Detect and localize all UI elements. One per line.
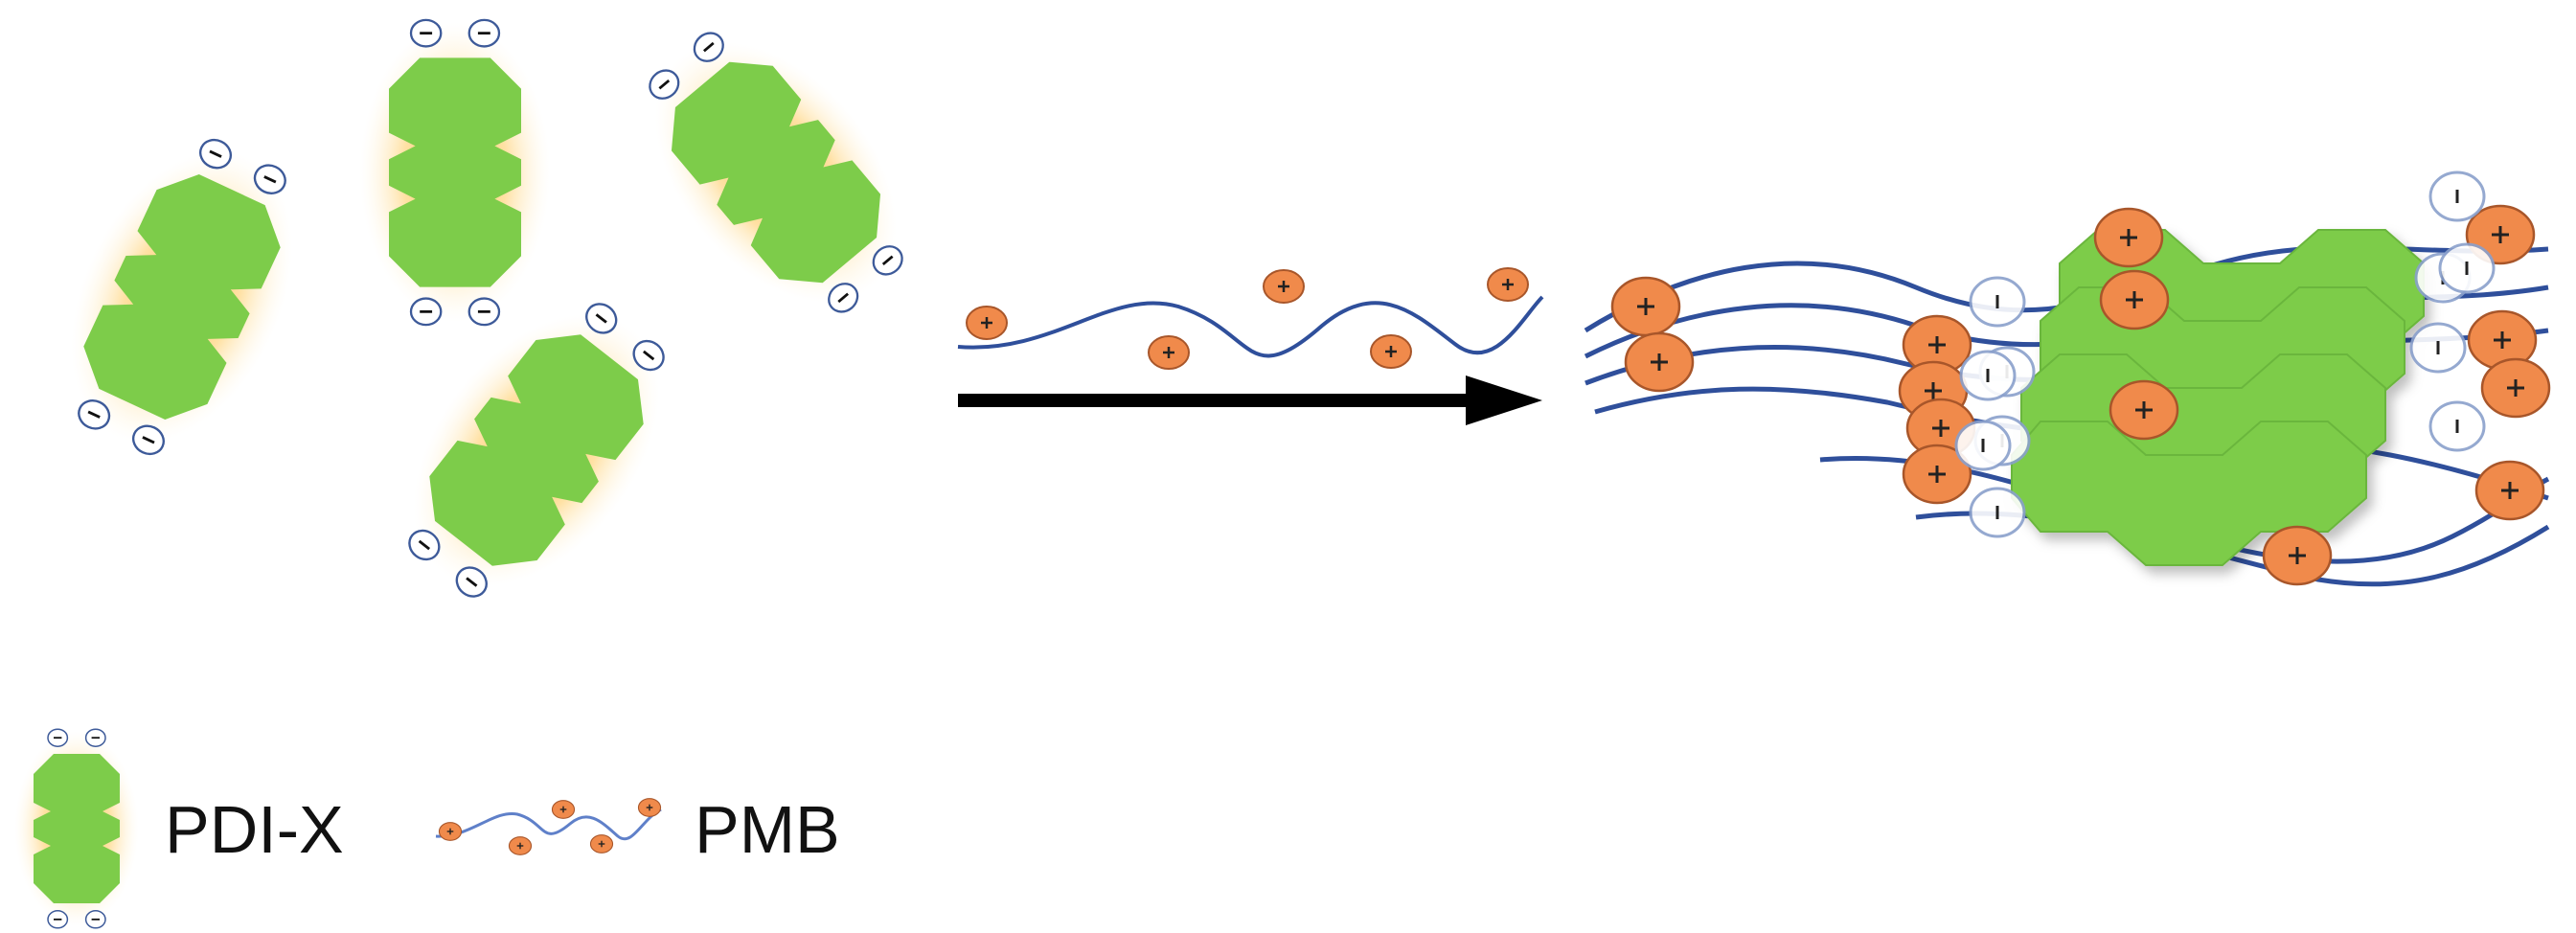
pdi-molecule-2 <box>360 20 551 325</box>
assembled-complex <box>1584 171 2551 587</box>
pmb-polymer-chain <box>957 266 1544 371</box>
legend-pmb-label: PMB <box>695 792 840 867</box>
pdi-molecule-1 <box>27 113 338 482</box>
legend-pdi-molecule-icon <box>14 729 139 928</box>
legend-pdi-label: PDI-X <box>165 792 344 867</box>
reaction-arrow-icon <box>958 375 1542 425</box>
pdi-molecule-3 <box>605 0 947 351</box>
legend-pmb-polymer-icon <box>435 797 662 856</box>
